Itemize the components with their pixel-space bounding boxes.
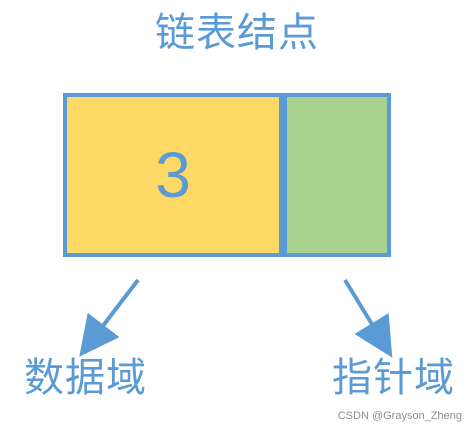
pointer-field-label: 指针域: [332, 355, 455, 401]
arrow-to-pointer-field: [343, 278, 393, 358]
node-value: 3: [155, 139, 191, 211]
node-divider: [279, 97, 287, 253]
data-field-label: 数据域: [24, 355, 147, 401]
data-field-box: [67, 97, 279, 253]
pointer-field-box: [287, 97, 387, 253]
linked-list-node: [63, 93, 391, 257]
arrow-to-data-field: [79, 278, 140, 357]
watermark: CSDN @Grayson_Zheng: [337, 410, 462, 422]
diagram-title: 链表结点: [155, 10, 319, 56]
